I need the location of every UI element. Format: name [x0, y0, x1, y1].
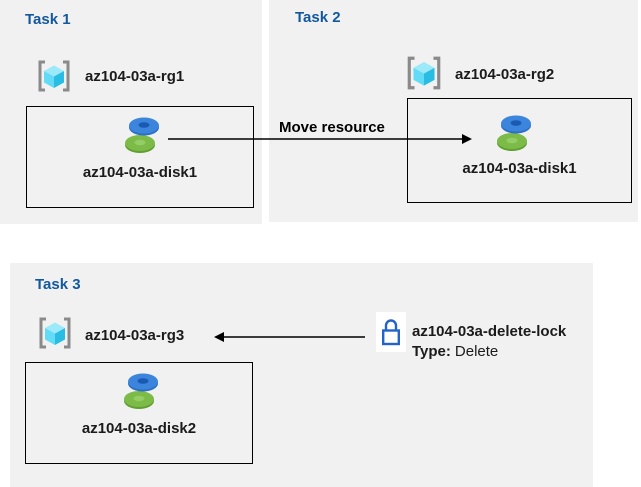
task1-disk-label: az104-03a-disk1 — [82, 164, 198, 181]
task1-title: Task 1 — [25, 11, 71, 28]
task2-disk-label: az104-03a-disk1 — [462, 160, 577, 177]
resource-group-icon — [38, 60, 70, 92]
task3-title: Task 3 — [35, 276, 81, 293]
task2-title: Task 2 — [295, 9, 341, 26]
lock-type-line: Type:Delete — [412, 342, 498, 362]
lock-arrow — [214, 332, 365, 342]
task1-rg-label: az104-03a-rg1 — [85, 68, 185, 85]
disk-icon — [125, 117, 159, 153]
task3-panel: Task 3 — [10, 263, 593, 487]
lock-type-value: Delete — [454, 343, 499, 360]
resource-group-icon — [407, 56, 441, 90]
task2-disk-box: az104-03a-disk1 — [407, 98, 632, 203]
task3-disk-label: az104-03a-disk2 — [81, 420, 197, 437]
disk-icon — [497, 115, 531, 151]
lock-icon — [381, 319, 401, 346]
task1-disk-box: az104-03a-disk1 — [26, 106, 254, 208]
lock-name-label: az104-03a-delete-lock — [412, 323, 567, 340]
disk-icon — [124, 373, 158, 409]
task3-disk-box: az104-03a-disk2 — [25, 362, 253, 464]
task2-panel: Task 2 — [269, 0, 638, 222]
task1-panel: Task 1 — [0, 0, 262, 224]
move-resource-label: Move resource — [279, 119, 385, 136]
task2-rg-label: az104-03a-rg2 — [455, 66, 555, 83]
task3-rg-label: az104-03a-rg3 — [85, 327, 185, 344]
resource-group-icon — [39, 317, 71, 349]
lock-type-label: Type: — [412, 343, 451, 360]
lock-plate — [376, 312, 406, 352]
move-resource-arrow — [168, 134, 472, 144]
